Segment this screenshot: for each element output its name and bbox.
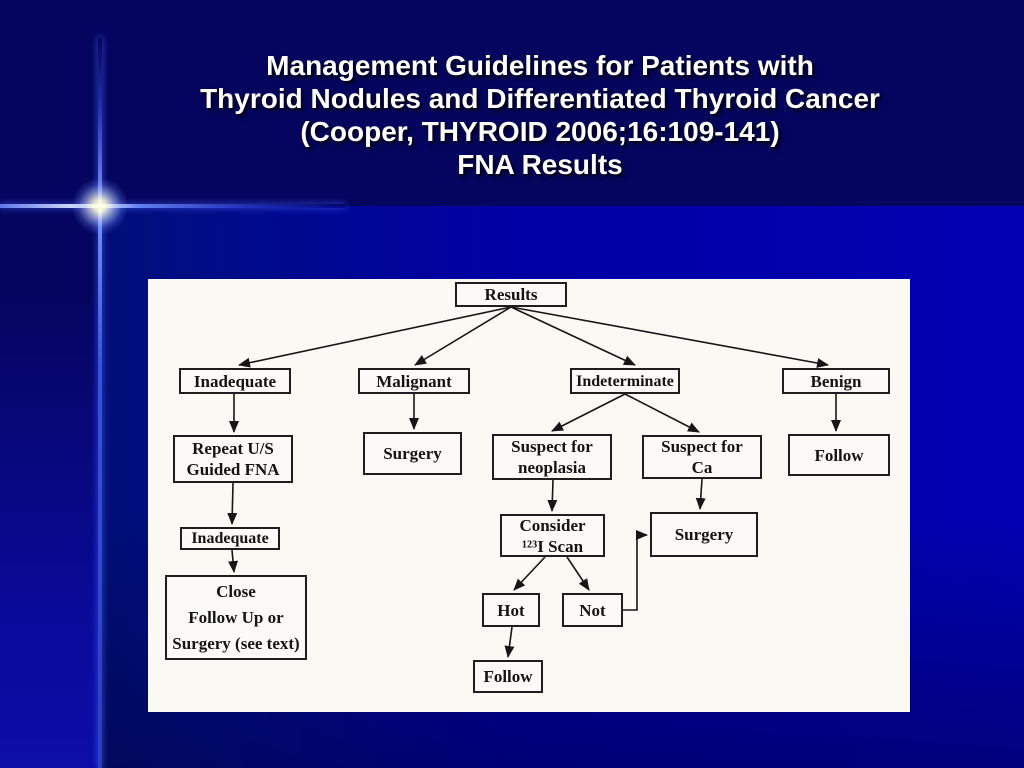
lens-flare-horizontal-line [0,204,345,208]
flow-node-not-label: Not [579,600,606,620]
flow-node-surgery1-label: Surgery [383,444,442,463]
flow-node-neoplasia-line-2: neoplasia [517,458,587,477]
flow-node-hot-label: Hot [497,600,525,620]
flowchart-panel: Results Inadequate Malignant Indetermina… [148,279,910,712]
flow-node-consider-i123-scan: Consider ¹²³I Scan [500,514,605,557]
flow-node-benign: Benign [782,368,890,394]
flow-node-inadequate: Inadequate [179,368,291,394]
flow-node-follow2-label: Follow [483,667,533,686]
flow-node-ca-line-1: Suspect for [661,437,743,456]
flow-node-benign-label: Benign [810,371,862,391]
flow-node-inadequate2-label: Inadequate [191,530,269,547]
arrow-results-to-inadequate [238,306,512,368]
flow-node-surgery-indeterminate: Surgery [650,512,758,557]
flowchart-arrows [227,306,841,658]
lens-flare-glow-icon [72,178,128,234]
arrow-repeat-fna-to-inadequate2 [227,482,238,525]
flow-node-not: Not [562,593,623,627]
slide-title-line-4: FNA Results [457,149,623,180]
flow-node-surgery-malignant: Surgery [363,432,462,475]
arrow-consider-to-hot [513,556,546,591]
lens-flare-vertical-line [98,38,102,768]
arrow-results-to-malignant [414,306,512,366]
arrow-results-to-benign [510,306,829,368]
flow-node-close-followup-or-surgery: Close Follow Up or Surgery (see text) [165,575,307,660]
flow-node-follow-benign: Follow [788,434,890,476]
slide-title: Management Guidelines for Patients with … [105,49,975,181]
flow-node-ca-line-2: Ca [691,458,713,477]
flow-node-indeterminate: Indeterminate [570,368,680,394]
flow-node-malignant-label: Malignant [376,371,452,391]
arrow-ca-to-surgery2 [695,478,706,510]
flow-node-inadequate-label: Inadequate [193,371,277,391]
flow-node-repeat-line-1: Repeat U/S [192,439,274,458]
flow-node-inadequate-repeat: Inadequate [180,527,280,550]
flow-node-results: Results [455,282,567,307]
flow-node-hot: Hot [482,593,540,627]
flow-node-repeat-us-guided-fna: Repeat U/S Guided FNA [173,435,293,483]
flow-node-close-line-1: Close [216,581,256,601]
slide-title-line-3: (Cooper, THYROID 2006;16:109-141) [300,116,780,147]
flow-node-consider-line-1: Consider [519,515,586,535]
slide-title-line-2: Thyroid Nodules and Differentiated Thyro… [200,83,880,114]
flow-node-repeat-line-2: Guided FNA [186,460,280,479]
flow-node-suspect-for-ca: Suspect for Ca [642,435,762,479]
flow-node-follow-hot: Follow [473,660,543,693]
background-left-stripe [0,0,100,768]
flow-node-consider-line-2: ¹²³I Scan [521,536,584,556]
arrow-neoplasia-to-consider [547,479,558,512]
flow-node-results-label: Results [484,285,538,304]
flow-node-close-line-2: Follow Up or [188,607,284,627]
flow-node-malignant: Malignant [358,368,470,394]
slide-title-line-1: Management Guidelines for Patients with [266,50,814,81]
arrow-inadequate2-to-close [228,549,238,573]
arrow-indeterminate-to-neoplasia [551,393,626,432]
arrow-results-to-indeterminate [510,306,636,366]
flow-node-close-line-3: Surgery (see text) [172,633,300,653]
arrow-not-to-surgery2 [623,530,648,611]
flow-node-suspect-for-neoplasia: Suspect for neoplasia [492,434,612,480]
arrow-hot-to-follow [504,626,515,658]
flow-node-follow1-label: Follow [814,445,864,465]
arrow-indeterminate-to-ca [624,393,700,433]
flow-node-surgery2-label: Surgery [674,525,734,544]
flow-node-neoplasia-line-1: Suspect for [511,437,593,456]
arrow-consider-to-not [566,556,590,591]
flow-node-indeterminate-label: Indeterminate [576,372,674,390]
